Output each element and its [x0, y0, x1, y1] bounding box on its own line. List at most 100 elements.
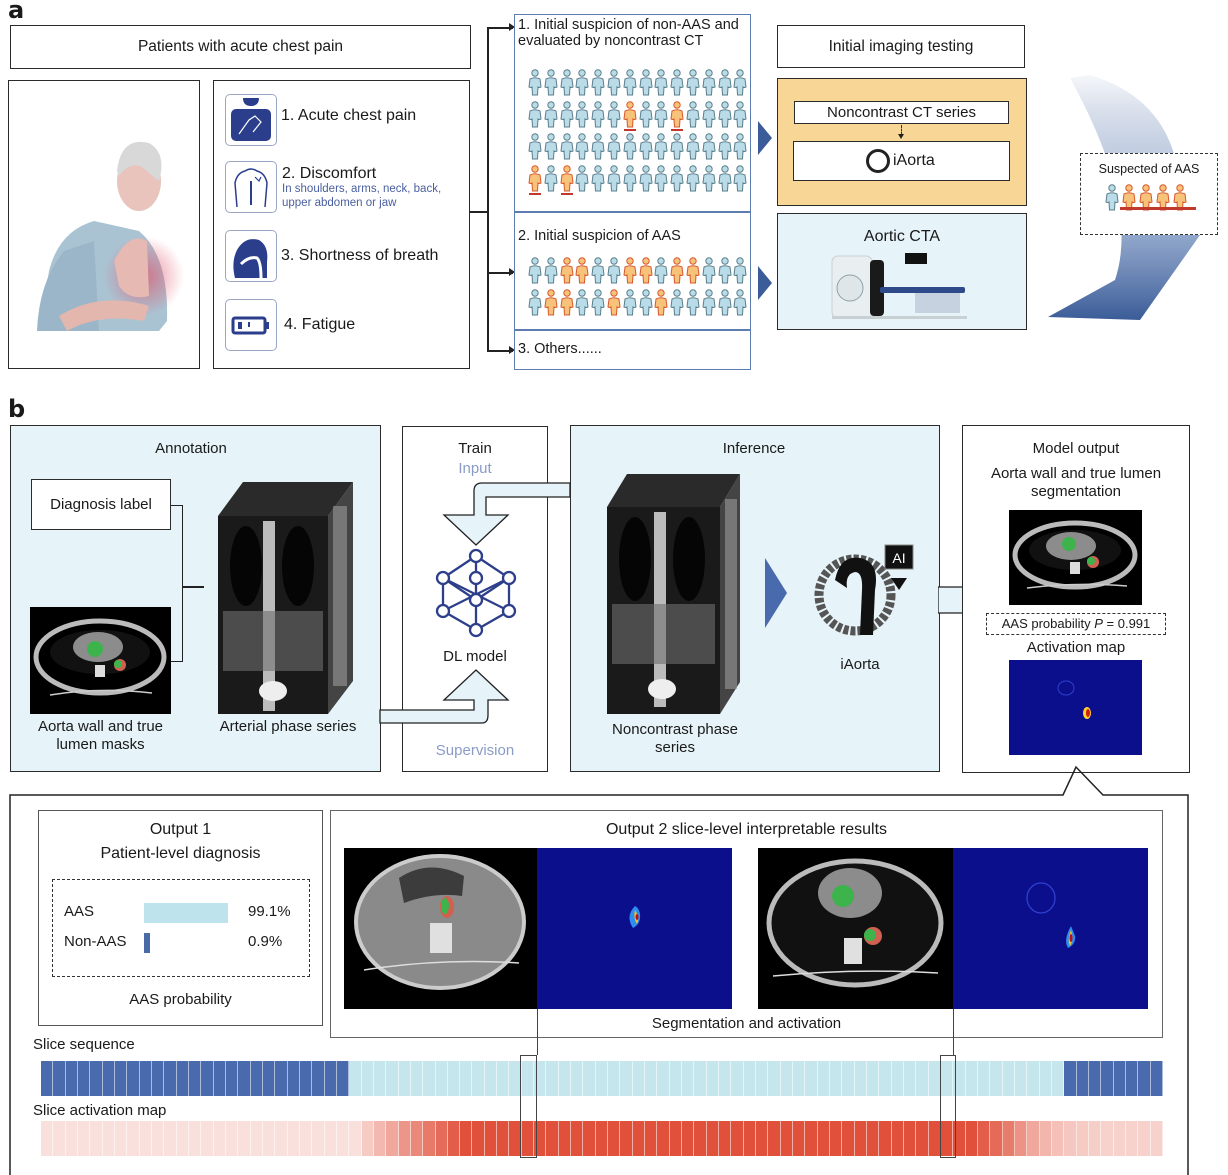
- bar-label: Non-AAS: [64, 933, 127, 950]
- arrowhead: [509, 346, 515, 354]
- person-icon-aas: [669, 256, 685, 288]
- slice-cell: [398, 1061, 411, 1096]
- slice-cell: [682, 1061, 695, 1096]
- person-icon: [527, 100, 543, 132]
- activation-cell: [940, 1121, 954, 1156]
- connector-line: [171, 505, 183, 507]
- person-icon: [606, 256, 622, 288]
- activation-cell: [386, 1121, 399, 1156]
- suspected-people: [1104, 183, 1189, 215]
- slice-cell: [1002, 1061, 1015, 1096]
- activation-cell: [1138, 1121, 1151, 1156]
- branch-to-group-2: [487, 272, 513, 274]
- slice-cell: [866, 1061, 880, 1096]
- person-icon: [685, 132, 701, 164]
- slice-1-activation: [537, 848, 732, 1009]
- activation-cell: [250, 1121, 263, 1156]
- noncontrast-series-label: Noncontrast CT series: [794, 101, 1009, 124]
- slice-2-segmentation: [758, 848, 953, 1009]
- patients-header: Patients with acute chest pain: [10, 25, 471, 69]
- activation-cell: [891, 1121, 904, 1156]
- slice-cell: [990, 1061, 1003, 1096]
- slice-cell: [1113, 1061, 1126, 1096]
- person-icon: [701, 132, 717, 164]
- activation-cell: [312, 1121, 325, 1156]
- symptom-2-label: 2. Discomfort: [282, 165, 377, 182]
- slice-cell: [657, 1061, 670, 1096]
- bar-label: AAS: [64, 903, 95, 920]
- branch-to-group-3: [487, 350, 513, 352]
- activation-cell: [139, 1121, 152, 1156]
- activation-cell: [694, 1121, 707, 1156]
- symptom-2-detail: In shoulders, arms, neck, back, upper ab…: [282, 183, 442, 209]
- activation-cell: [916, 1121, 929, 1156]
- slice-cell: [571, 1061, 584, 1096]
- activation-cell: [262, 1121, 276, 1156]
- slice-cell: [780, 1061, 794, 1096]
- slice-cell: [361, 1061, 374, 1096]
- slice-cell: [977, 1061, 991, 1096]
- person-icon: [685, 164, 701, 196]
- slice-cell: [1039, 1061, 1052, 1096]
- activation-cell: [1002, 1121, 1015, 1156]
- person-icon: [701, 164, 717, 196]
- activation-cell: [447, 1121, 461, 1156]
- slice-cell: [213, 1061, 226, 1096]
- probability-value: = 0.991: [1102, 616, 1151, 631]
- person-icon: [701, 256, 717, 288]
- slice-cell: [805, 1061, 818, 1096]
- activation-cell: [706, 1121, 720, 1156]
- selected-slice-marker[interactable]: [520, 1055, 537, 1158]
- symptom-4-label: 4. Fatigue: [284, 316, 356, 333]
- group-2-label: 2. Initial suspicion of AAS: [518, 228, 681, 244]
- group-divider: [514, 329, 751, 331]
- activation-cell: [682, 1121, 695, 1156]
- person-icon: [543, 68, 559, 100]
- activation-cell: [534, 1121, 547, 1156]
- iaorta-logo-icon: AI: [814, 544, 914, 636]
- slice-cell: [225, 1061, 239, 1096]
- person-icon-aas: [543, 288, 559, 320]
- slice-cell: [546, 1061, 559, 1096]
- person-icon-aas: [1155, 183, 1172, 215]
- slice-cell: [90, 1061, 103, 1096]
- chest-pain-icon: [225, 94, 277, 146]
- activation-cell: [77, 1121, 91, 1156]
- person-icon: [701, 68, 717, 100]
- activation-cell: [90, 1121, 103, 1156]
- slice-cell: [620, 1061, 633, 1096]
- person-icon: [559, 68, 575, 100]
- slice-cell: [460, 1061, 473, 1096]
- iaorta-box: [793, 141, 1010, 181]
- activation-cell: [275, 1121, 288, 1156]
- selected-slice-marker[interactable]: [939, 1055, 957, 1158]
- person-icon-aas: [638, 256, 654, 288]
- person-icon: [732, 68, 748, 100]
- iaorta-logo-icon: [866, 149, 890, 173]
- slice-cell: [632, 1061, 646, 1096]
- activation-cell: [620, 1121, 633, 1156]
- slice-cell: [817, 1061, 830, 1096]
- activation-cell: [65, 1121, 78, 1156]
- activation-cell: [373, 1121, 387, 1156]
- person-icon: [527, 132, 543, 164]
- slice-cell: [558, 1061, 572, 1096]
- person-icon: [653, 100, 669, 132]
- aortic-cta-label: Aortic CTA: [863, 228, 941, 245]
- person-icon-aas: [1138, 183, 1155, 215]
- probability-variable: P: [1094, 616, 1103, 631]
- person-icon: [732, 100, 748, 132]
- activation-cell: [435, 1121, 448, 1156]
- arrowhead: [898, 134, 904, 139]
- slice-cell: [139, 1061, 152, 1096]
- person-icon: [732, 256, 748, 288]
- dashed-arrow: [901, 125, 902, 135]
- person-icon: [669, 68, 685, 100]
- person-icon: [653, 164, 669, 196]
- person-icon: [606, 68, 622, 100]
- person-icon: [685, 68, 701, 100]
- activation-cell: [1076, 1121, 1089, 1156]
- activation-cell: [188, 1121, 202, 1156]
- person-icon: [717, 132, 733, 164]
- supervision-label: Supervision: [435, 742, 515, 759]
